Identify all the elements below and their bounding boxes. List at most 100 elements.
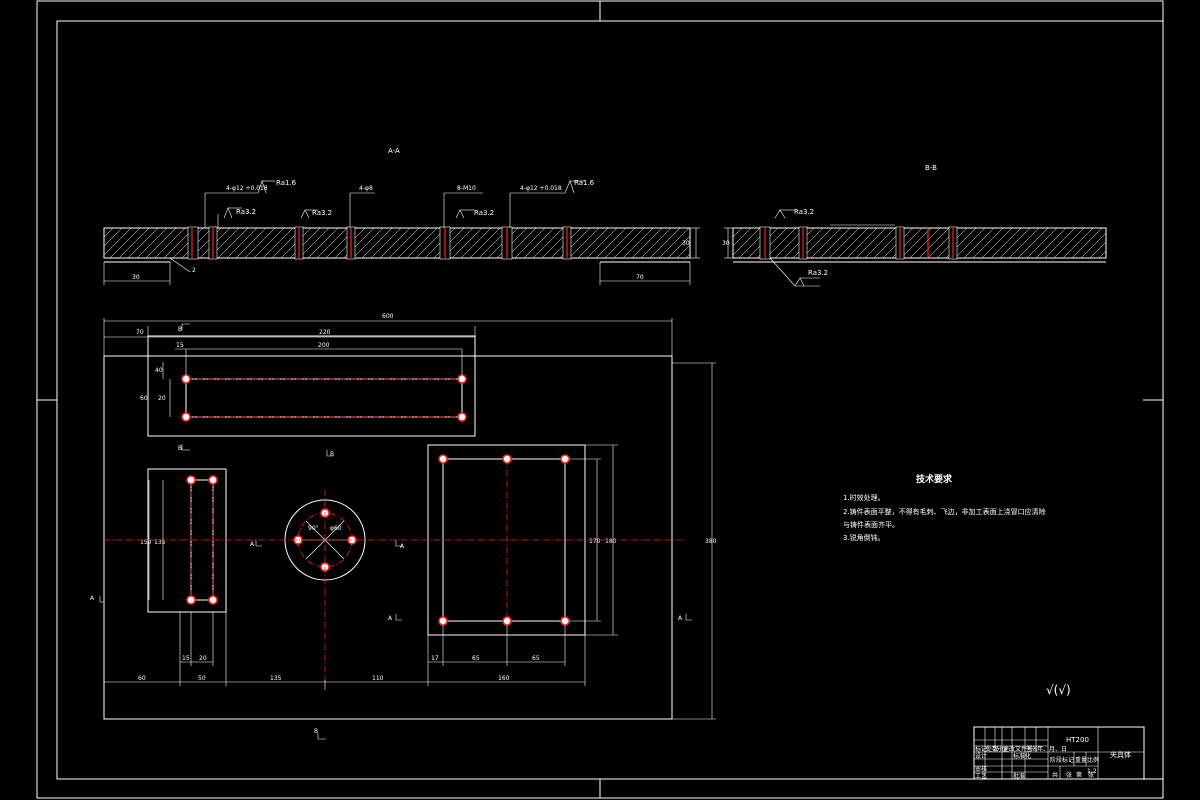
hatch-line — [765, 228, 797, 258]
hatch-line — [298, 228, 330, 258]
dim-20: 20 — [158, 395, 166, 402]
marker-a-mid-left: A — [90, 595, 95, 602]
hatch-line — [604, 228, 636, 258]
dim-60: 60 — [140, 395, 148, 402]
hatch-line — [104, 228, 105, 229]
bb-section-body — [732, 227, 1107, 259]
right-hole-1 — [438, 454, 448, 464]
hatch-line — [954, 228, 986, 258]
section-label-bb: B-B — [925, 164, 937, 172]
aa-dim-30: 30 — [132, 274, 140, 281]
circle-angle-a: 90° — [308, 525, 319, 532]
hatch-line — [316, 228, 348, 258]
hatch-line — [397, 228, 429, 258]
inner-border — [56, 20, 1164, 780]
hatch-line — [586, 228, 618, 258]
right-hole-2 — [502, 454, 512, 464]
hatch-line — [109, 228, 141, 258]
dim-17: 17 — [431, 655, 439, 662]
bb-dim-height: 30 — [722, 240, 730, 247]
tb-stage: 阶段标记 — [1050, 756, 1074, 764]
outer-border — [36, 0, 1164, 799]
aa-dim-70: 70 — [636, 274, 644, 281]
hatch-line — [990, 228, 1022, 258]
upper-block — [147, 335, 476, 437]
hatch-line — [1080, 232, 1106, 258]
bb-holes — [759, 226, 958, 260]
left-hole-2 — [208, 475, 218, 485]
hatch-line — [577, 228, 609, 258]
dim-40: 40 — [155, 367, 163, 374]
dim-200: 200 — [318, 342, 330, 349]
hatch-line — [104, 228, 123, 247]
hatch-line — [127, 228, 159, 258]
dim-15b: 15 — [182, 655, 190, 662]
hatch-line — [460, 228, 492, 258]
tech-title: 技术要求 — [916, 473, 953, 485]
aa-ra-4: Ra3.2 — [474, 209, 494, 217]
aa-ra-1: Ra1.6 — [276, 179, 297, 187]
title-block-frame — [973, 726, 1145, 780]
hatch-line — [733, 228, 752, 247]
hatch-line — [810, 228, 842, 258]
tb-sheet-4: 张 — [1088, 771, 1094, 779]
hatch-line — [1098, 250, 1106, 258]
aa-dim-2: 2 — [192, 267, 196, 274]
plan-view: 600 70 220 200 15 60 40 20 — [90, 313, 717, 740]
aa-dim-height: 30 — [682, 240, 690, 247]
aa-section-body — [103, 227, 691, 259]
aa-ra-3: Ra3.2 — [312, 209, 332, 217]
right-hole-5 — [502, 616, 512, 626]
hatch-line — [568, 228, 600, 258]
hatch-line — [469, 228, 501, 258]
aa-callout-4: 4-φ12 +0.018 — [520, 185, 562, 192]
hatch-line — [406, 228, 438, 258]
hatch-line — [855, 228, 887, 258]
hatch-line — [289, 228, 321, 258]
hatch-line — [154, 228, 186, 258]
tb-sheet-3: 第 — [1076, 771, 1082, 779]
title-block-grid — [974, 727, 1144, 779]
hatch-line — [104, 228, 132, 256]
hatch-line — [622, 228, 654, 258]
hatch-line — [514, 228, 546, 258]
hatch-line — [235, 228, 267, 258]
hatch-line — [379, 228, 411, 258]
hatch-line — [451, 228, 483, 258]
tb-standard: 标准化 — [1013, 752, 1031, 760]
hatch-line — [104, 228, 114, 238]
hatch-line — [1089, 241, 1106, 258]
hatch-line — [370, 228, 402, 258]
plan-outline — [103, 355, 673, 720]
hatch-line — [676, 244, 690, 258]
bb-ra-2: Ra3.2 — [808, 269, 828, 277]
general-roughness: √(√) — [1046, 683, 1071, 697]
hatch-line — [595, 228, 627, 258]
hatch-line — [523, 228, 555, 258]
hatch-line — [532, 228, 564, 258]
tb-scale: 1:2 — [1087, 768, 1097, 775]
tb-weight: 重量 — [1075, 756, 1087, 764]
dim-70: 70 — [136, 329, 144, 336]
upper-dim-lines — [104, 326, 476, 436]
hatch-line — [999, 228, 1031, 258]
dim-150: 150 — [140, 539, 152, 546]
dim-65b: 65 — [532, 655, 540, 662]
dim-bottom-135: 135 — [270, 675, 282, 682]
hatch-line — [352, 228, 384, 258]
marker-b-top: B — [178, 326, 182, 333]
section-a-a: A-A — [103, 147, 700, 285]
dim-15: 15 — [176, 342, 184, 349]
dim-bottom-110: 110 — [372, 675, 384, 682]
dim-20b: 20 — [199, 655, 207, 662]
hatch-line — [613, 228, 645, 258]
tech-item-3: 与铸件表面齐平。 — [843, 520, 899, 529]
tb-review: 审核 — [975, 765, 987, 773]
hatch-line — [631, 228, 663, 258]
tb-sheet-2: 张 — [1066, 771, 1072, 779]
hatch-line — [963, 228, 995, 258]
hatch-line — [1071, 228, 1103, 258]
dim-600: 600 — [382, 313, 394, 320]
tb-design: 设计 — [975, 752, 987, 760]
tb-h0: 标记 — [975, 745, 987, 753]
